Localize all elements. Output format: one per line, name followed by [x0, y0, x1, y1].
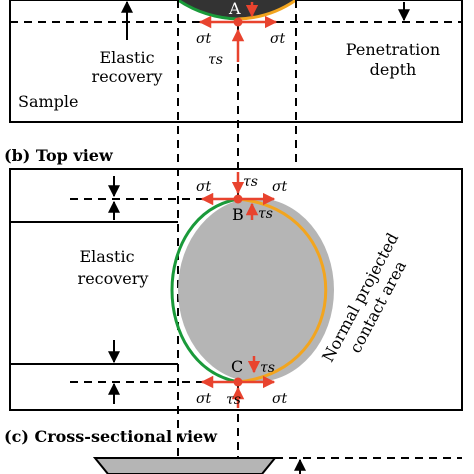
sample-box-a [9, 0, 463, 123]
panel-c-heading: (c) Cross-sectional view [4, 427, 218, 446]
point-c-label: C [231, 357, 243, 376]
contact-arc-orange-a [237, 0, 297, 21]
elastic-label-a-2: recovery [92, 67, 163, 86]
sigma-a-right-label: σt [270, 31, 286, 47]
elastic-label-b-1: Elastic [79, 247, 134, 266]
penetration-label-1: Penetration [346, 40, 440, 59]
sample-label: Sample [18, 92, 79, 111]
elastic-label-b-2: recovery [78, 269, 149, 288]
tau-c-side-label: τs [260, 360, 275, 376]
elastic-label-a-1: Elastic [99, 48, 154, 67]
point-b-label: B [232, 205, 244, 224]
indenter-cross-section [92, 457, 278, 474]
point-a-label: A [228, 0, 241, 18]
point-b-dot [233, 194, 243, 204]
sigma-a-left-label: σt [196, 31, 212, 47]
sigma-c-left-label: σt [196, 391, 212, 407]
tau-a-label: τs [208, 52, 223, 68]
tau-b-side-label: τs [258, 206, 273, 222]
contact-arc-green-a [177, 0, 239, 21]
sigma-b-left-label: σt [196, 179, 212, 195]
panel-b: (b) Top view Elastic recovery Normal pro… [4, 146, 463, 411]
sigma-c-right-label: σt [272, 391, 288, 407]
penetration-label-2: depth [370, 60, 417, 79]
contact-arc-orange-b [237, 197, 328, 384]
tau-b-top-label: τs [243, 174, 258, 190]
panel-b-heading: (b) Top view [4, 146, 114, 165]
contact-area-ellipse [178, 198, 334, 382]
contact-arc-green-b [170, 197, 239, 384]
sample-box-b [9, 168, 463, 411]
point-c-dot [233, 377, 243, 387]
point-a-dot [233, 17, 243, 27]
tau-c-bottom-label: τs [226, 392, 241, 408]
panel-c: (c) Cross-sectional view [4, 427, 462, 474]
sigma-b-right-label: σt [272, 179, 288, 195]
